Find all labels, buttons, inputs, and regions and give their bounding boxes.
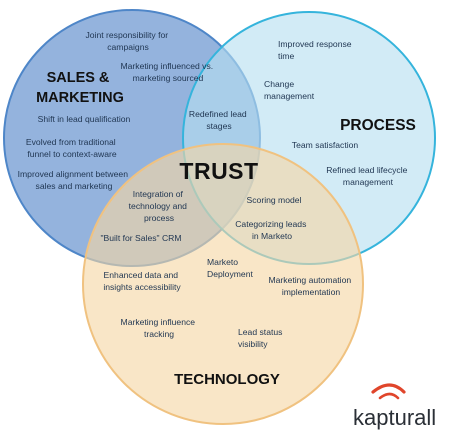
item-evolved-traditional: Evolved from traditional funnel to conte… (26, 137, 118, 159)
logo-wordmark: kapturall (353, 405, 436, 430)
item-team-satisfaction: Team satisfaction (292, 140, 359, 150)
item-shift-lead-qualification: Shift in lead qualification (38, 114, 131, 124)
item-lead-status-visibility: Lead status visibility (238, 327, 285, 349)
item-marketo-deployment: Marketo Deployment (207, 257, 253, 279)
item-change-management: Change management (264, 79, 315, 101)
item-improved-alignment: Improved alignment between sales and mar… (18, 169, 131, 191)
item-redefined-lead-stages: Redefined lead stages (189, 109, 249, 131)
item-categorizing-leads: Categorizing leads in Marketo (235, 219, 309, 241)
item-marketing-influence-tracking: Marketing influence tracking (121, 317, 198, 339)
technology-heading: TECHNOLOGY (174, 371, 280, 388)
item-refined-lifecycle: Refined lead lifecycle management (326, 165, 410, 187)
logo-arc-icon (371, 383, 406, 394)
kapturall-logo: kapturall (353, 383, 436, 430)
item-built-for-sales-crm: "Built for Sales" CRM (100, 233, 181, 243)
technology-circle (82, 143, 364, 425)
process-heading: PROCESS (340, 117, 416, 134)
item-scoring-model: Scoring model (247, 195, 302, 205)
item-joint-responsibility: Joint responsibility for campaigns (85, 30, 170, 52)
sales-marketing-heading: SALES & MARKETING (36, 70, 124, 106)
item-improved-response-time: Improved response time (278, 39, 354, 61)
trust-label: TRUST (179, 158, 258, 184)
item-marketing-automation: Marketing automation implementation (268, 275, 353, 297)
item-influenced-vs-sourced: Marketing influenced vs. marketing sourc… (120, 61, 215, 83)
item-integration-tech-process: Integration of technology and process (129, 189, 190, 223)
item-enhanced-data: Enhanced data and insights accessibility (103, 270, 181, 292)
logo-arc-small-icon (378, 392, 400, 400)
